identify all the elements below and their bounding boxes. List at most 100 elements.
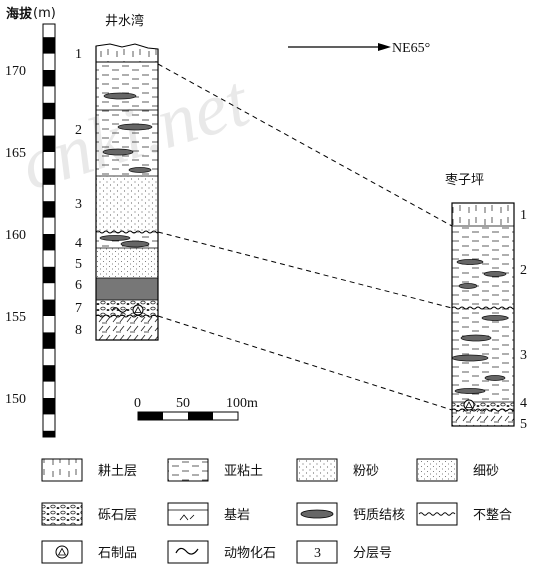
calcareous-nodule — [102, 148, 134, 156]
calcareous-nodule — [484, 375, 506, 381]
scale-block — [43, 299, 55, 316]
elevation-tick-150: 150 — [5, 392, 26, 407]
layer-4-gravel — [452, 402, 514, 410]
left-layer-number-7: 7 — [75, 301, 82, 316]
right-section-name: 枣子坪 — [445, 173, 484, 188]
left-layer-number-2: 2 — [75, 123, 82, 138]
elevation-tick-labels: 170 165 160 155 150 — [5, 64, 26, 407]
scale-label-0: 0 — [134, 396, 141, 411]
scale-block — [43, 168, 55, 185]
calcareous-nodule — [117, 123, 153, 131]
layer-6-dark-layer — [96, 278, 158, 300]
layer-2-upper-clay — [96, 62, 158, 110]
scale-block — [43, 266, 55, 284]
left-column-section — [95, 43, 159, 341]
left-layer-number-1: 1 — [75, 47, 82, 62]
calcareous-nodule — [456, 259, 484, 265]
elevation-tick-165: 165 — [5, 146, 26, 161]
legend-item-xisha: 细砂 — [416, 458, 499, 482]
calcareous-nodule — [454, 388, 486, 394]
legend-item-jiyan: 基岩 — [167, 502, 250, 526]
scale-block — [43, 430, 55, 437]
scale-bar — [137, 411, 239, 421]
scale-block — [43, 398, 55, 415]
calcareous-nodule — [99, 235, 131, 241]
calcareous-nodule — [458, 283, 478, 289]
unconformity-line — [95, 230, 159, 234]
layer-1-tillage-soil — [452, 203, 514, 226]
layer-8-bedrock — [96, 316, 158, 340]
unconformity-line — [451, 408, 515, 412]
right-layer-number-2: 2 — [520, 263, 527, 278]
axis-unit: (m) — [33, 6, 56, 21]
correlation-lines — [157, 63, 453, 411]
direction-label: NE65° — [392, 41, 430, 56]
left-layer-number-5: 5 — [75, 257, 82, 272]
layer-3-silt — [96, 176, 158, 232]
scale-block — [43, 365, 55, 382]
legend-label-buzhenghe: 不整合 — [473, 508, 512, 523]
left-layer-number-8: 8 — [75, 323, 82, 338]
elevation-tick-170: 170 — [5, 64, 26, 79]
left-layer-number-6: 6 — [75, 278, 82, 293]
legend-label-yanian: 亚粘土 — [224, 464, 263, 479]
scale-label-50: 50 — [176, 396, 190, 411]
legend-label-fenceng: 分层号 — [353, 546, 392, 561]
left-layer-numbers: 1 2 3 4 5 6 7 8 — [75, 47, 82, 338]
left-layer-number-3: 3 — [75, 197, 82, 212]
calcareous-nodule — [120, 240, 150, 248]
legend-item-fensha: 粉砂 — [296, 458, 379, 482]
elevation-tick-160: 160 — [5, 228, 26, 243]
direction-arrow — [288, 43, 391, 51]
calcareous-nodule — [103, 92, 137, 100]
elevation-scale-bar — [42, 23, 56, 438]
legend-label-jiyan: 基岩 — [224, 508, 250, 523]
scale-block — [43, 201, 55, 218]
legend-sample-number: 3 — [314, 546, 321, 561]
legend-label-dongwu: 动物化石 — [224, 546, 276, 561]
legend-label-gengtu: 耕土层 — [98, 463, 137, 479]
calcareous-nodule — [451, 354, 489, 362]
legend-item-yanian: 亚粘土 — [167, 458, 263, 482]
calcareous-nodule — [460, 334, 492, 342]
scale-block — [43, 332, 55, 349]
scale-block — [43, 37, 55, 54]
scale-block — [43, 102, 55, 120]
legend-label-fensha: 粉砂 — [353, 464, 379, 479]
legend-item-lishi: 砾石层 — [41, 502, 137, 526]
calcareous-nodule — [128, 167, 152, 173]
legend-label-shizhi: 石制品 — [98, 546, 137, 561]
scale-block — [43, 70, 55, 87]
scale-label-100m: 100m — [226, 396, 258, 411]
elevation-tick-155: 155 — [5, 310, 26, 325]
legend-label-gaizhi: 钙质结核 — [353, 508, 405, 523]
legend-item-gengtu: 耕土层 — [41, 458, 137, 482]
right-layer-number-3: 3 — [520, 348, 527, 363]
layer-5-bedrock — [452, 410, 514, 426]
right-layer-number-4: 4 — [520, 396, 527, 411]
legend-item-dongwu: 动物化石 — [167, 540, 276, 564]
right-layer-number-1: 1 — [520, 208, 527, 223]
layer-1-tillage-soil — [95, 43, 159, 63]
layer-2-clay — [452, 226, 514, 308]
left-layer-number-4: 4 — [75, 236, 82, 251]
right-column-section — [451, 202, 515, 427]
legend-item-buzhenghe: 不整合 — [416, 502, 512, 526]
scale-block — [43, 135, 55, 152]
layer-7-gravel — [96, 300, 158, 316]
legend-label-xisha: 细砂 — [473, 464, 499, 479]
unconformity-line — [95, 314, 159, 318]
layer-5-fine-sand — [96, 248, 158, 278]
legend-label-lishi: 砾石层 — [98, 508, 137, 523]
scale-block — [43, 234, 55, 251]
layer-2-lower-clay — [96, 110, 158, 176]
axis-title: 海拔 — [6, 6, 33, 22]
stone-artifact-icon — [463, 399, 475, 411]
unconformity-line — [451, 306, 515, 310]
calcareous-nodule — [483, 271, 507, 277]
legend-item-shizhi: 石制品 — [41, 540, 137, 564]
stone-artifact-icon — [132, 304, 144, 316]
